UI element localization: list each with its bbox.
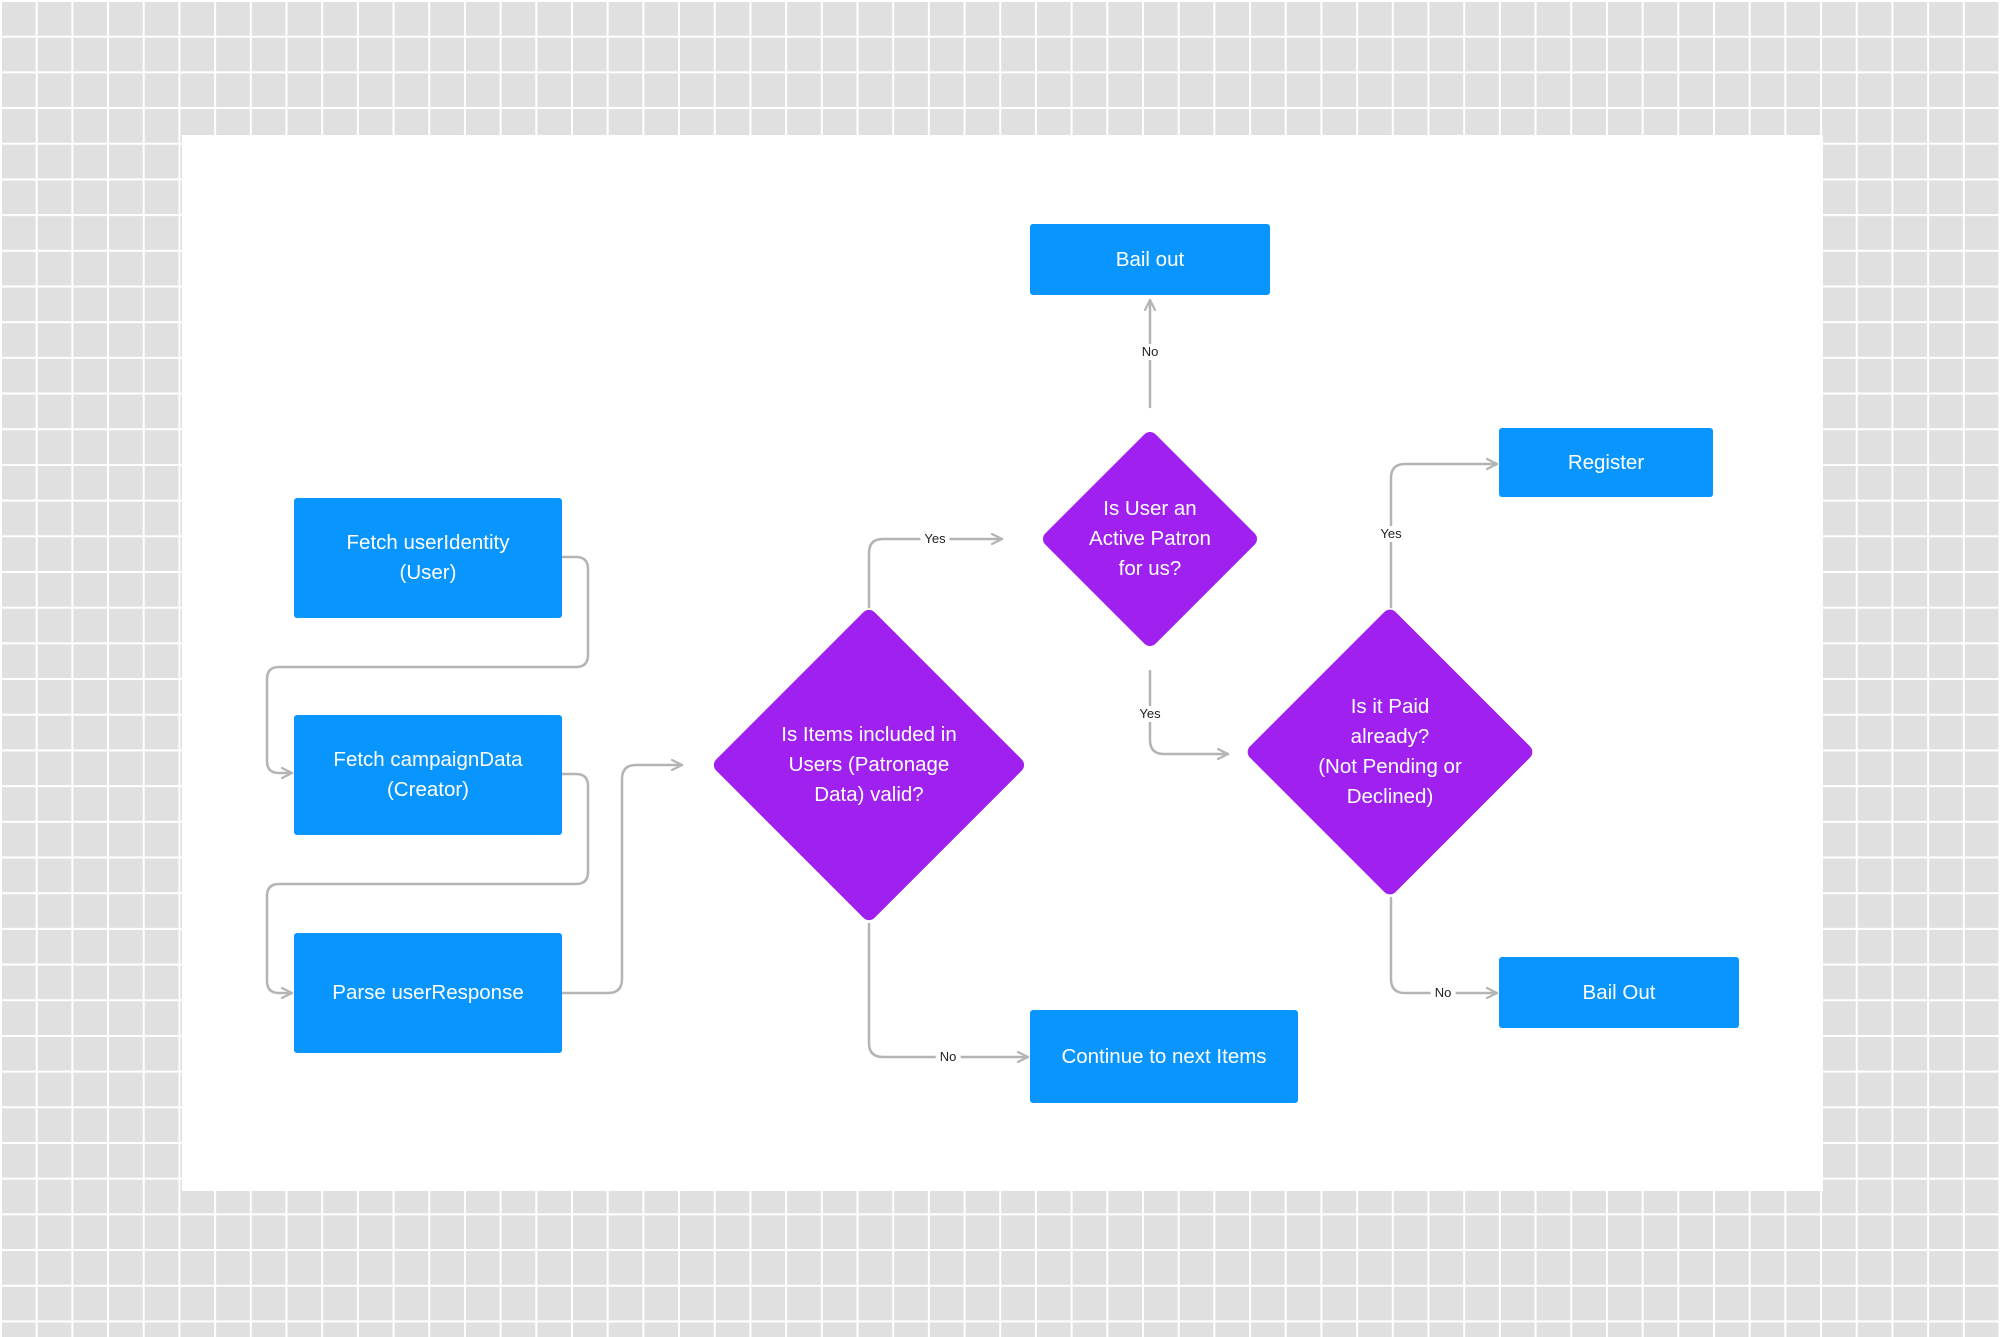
parse-user-response-box[interactable]: Parse userResponse (294, 933, 562, 1053)
edge-label-items-yes: Yes (920, 531, 950, 547)
edge-label-paid-no: No (1430, 985, 1456, 1001)
continue-next-items-box[interactable]: Continue to next Items (1030, 1010, 1298, 1103)
edge-label-patron-yes: Yes (1135, 706, 1165, 722)
bail-out-top-box[interactable]: Bail out (1030, 224, 1270, 295)
fetch-user-identity-box[interactable]: Fetch userIdentity (User) (294, 498, 562, 618)
bail-out-top-label: Bail out (1115, 247, 1185, 271)
connector-paid-yes (1389, 464, 1499, 609)
connector-paid-no (1389, 896, 1499, 993)
items-valid-label: Is Items included in Users (Patronage Da… (781, 723, 957, 806)
paid-label: Is it Paid already? (Not Pending or Decl… (1318, 695, 1462, 808)
connector-campaign-to-parse (265, 772, 590, 993)
connector-parse-to-items (560, 765, 684, 995)
fetch-user-identity-label: Fetch userIdentity (User) (346, 531, 510, 584)
active-patron-label: Is User an Active Patron for us? (1089, 497, 1211, 580)
fetch-campaign-data-label: Fetch campaignData (Creator) (333, 748, 523, 801)
parse-user-response-label: Parse userResponse (332, 981, 524, 1004)
continue-next-items-label: Continue to next Items (1061, 1044, 1267, 1068)
connector-identity-to-campaign (265, 555, 590, 773)
connector-items-yes (867, 539, 1004, 609)
register-label: Register (1567, 450, 1645, 474)
connector-items-no (867, 922, 1030, 1057)
connector-patron-yes (1148, 669, 1230, 754)
edge-label-items-no: No (935, 1049, 961, 1065)
register-box[interactable]: Register (1499, 428, 1713, 497)
edge-label-paid-yes: Yes (1376, 526, 1406, 542)
bail-out-right-box[interactable]: Bail Out (1499, 957, 1739, 1028)
bail-out-right-label: Bail Out (1582, 980, 1656, 1004)
edge-label-patron-no: No (1137, 344, 1163, 360)
fetch-campaign-data-box[interactable]: Fetch campaignData (Creator) (294, 715, 562, 835)
